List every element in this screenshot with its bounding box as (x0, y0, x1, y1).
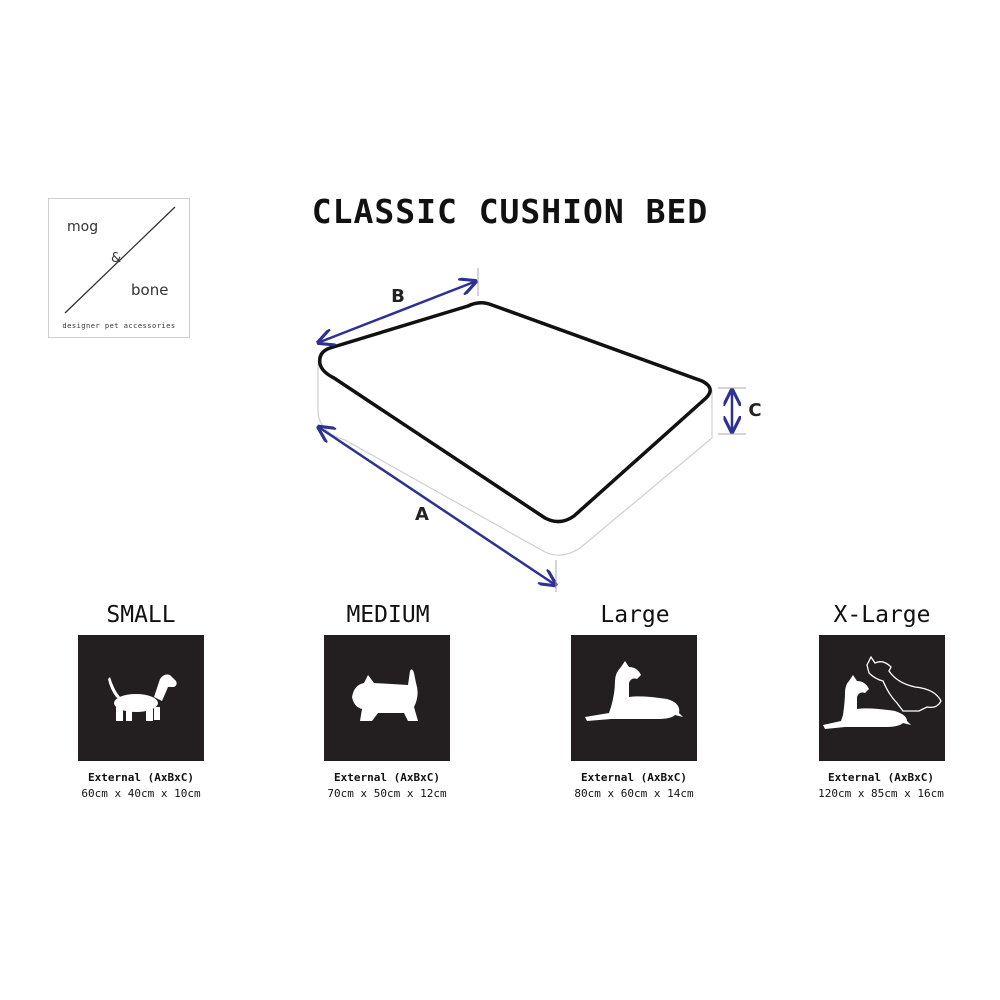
great-dane-lying-icon (585, 661, 683, 721)
dimension-b-label: B (391, 286, 405, 307)
spec-value-medium: 70cm x 50cm x 12cm (327, 787, 447, 800)
bed-top-face (317, 301, 712, 524)
logo-ampersand: & (111, 251, 122, 266)
page-title: CLASSIC CUSHION BED (311, 192, 709, 231)
spec-value-xlarge: 120cm x 85cm x 16cm (818, 787, 944, 800)
size-label-medium: MEDIUM (346, 602, 430, 628)
size-label-large: Large (600, 602, 670, 628)
scottish-terrier-icon (352, 669, 418, 721)
logo-word-bone: bone (131, 281, 169, 299)
spec-title-small: External (AxBxC) (88, 771, 194, 784)
logo-slash (64, 206, 176, 314)
spec-value-large: 80cm x 60cm x 14cm (574, 787, 694, 800)
dimension-b-arrow (320, 282, 474, 342)
dimension-a-arrow (320, 428, 554, 584)
size-tile-large (571, 635, 697, 761)
size-tile-medium (324, 635, 450, 761)
size-tile-xlarge (819, 635, 945, 761)
size-tile-small (78, 635, 204, 761)
size-label-small: SMALL (106, 602, 176, 628)
spec-value-small: 60cm x 40cm x 10cm (81, 787, 201, 800)
dimension-a-label: A (415, 504, 429, 525)
logo-tagline: designer pet accessories (62, 322, 176, 330)
spec-title-large: External (AxBxC) (581, 771, 687, 784)
basset-hound-icon (108, 674, 177, 721)
two-large-dogs-icon (823, 655, 942, 729)
cushion-bed-diagram: B A C (0, 268, 762, 592)
logo-word-mog: mog (67, 219, 99, 235)
brand-logo: mog & bone designer pet accessories (48, 198, 190, 338)
spec-title-medium: External (AxBxC) (334, 771, 440, 784)
spec-title-xlarge: External (AxBxC) (828, 771, 934, 784)
size-label-xlarge: X-Large (833, 602, 931, 628)
dimension-c-label: C (748, 400, 761, 421)
